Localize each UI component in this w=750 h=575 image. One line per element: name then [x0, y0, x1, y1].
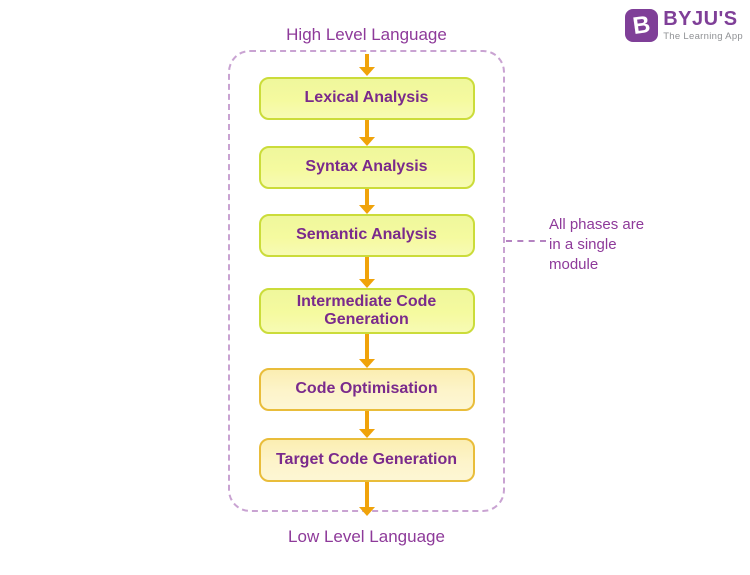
byjus-logo: B BYJU'S The Learning App: [625, 9, 743, 42]
arrow-down-icon: [358, 120, 375, 146]
phase-box-intermediate-code-generation: Intermediate Code Generation: [258, 288, 475, 334]
high-level-language-label: High Level Language: [286, 25, 447, 44]
arrow-down-icon: [358, 189, 375, 214]
arrow-down-icon: [358, 482, 375, 516]
phase-box-lexical-analysis: Lexical Analysis: [258, 77, 475, 120]
byjus-brand-name: BYJU'S: [663, 8, 738, 30]
arrow-down-icon: [358, 334, 375, 368]
single-module-annotation: All phases are in a single module: [549, 216, 645, 273]
phase-box-semantic-analysis: Semantic Analysis: [258, 214, 475, 257]
byjus-b-glyph: B: [631, 10, 653, 40]
phase-box-syntax-analysis: Syntax Analysis: [258, 146, 475, 189]
arrow-down-icon: [358, 411, 375, 438]
single-module-boundary: Lexical Analysis Syntax Analysis Semanti…: [228, 50, 505, 516]
arrow-down-icon: [358, 54, 375, 76]
arrow-down-icon: [358, 257, 375, 288]
byjus-logo-text: BYJU'S The Learning App: [663, 8, 743, 43]
annotation-connector-dashes: [506, 240, 546, 242]
byjus-tagline: The Learning App: [663, 31, 743, 42]
phase-box-code-optimisation: Code Optimisation: [258, 368, 475, 411]
low-level-language-label: Low Level Language: [288, 527, 445, 546]
phase-box-target-code-generation: Target Code Generation: [258, 438, 475, 482]
byjus-logo-icon: B: [625, 9, 659, 42]
